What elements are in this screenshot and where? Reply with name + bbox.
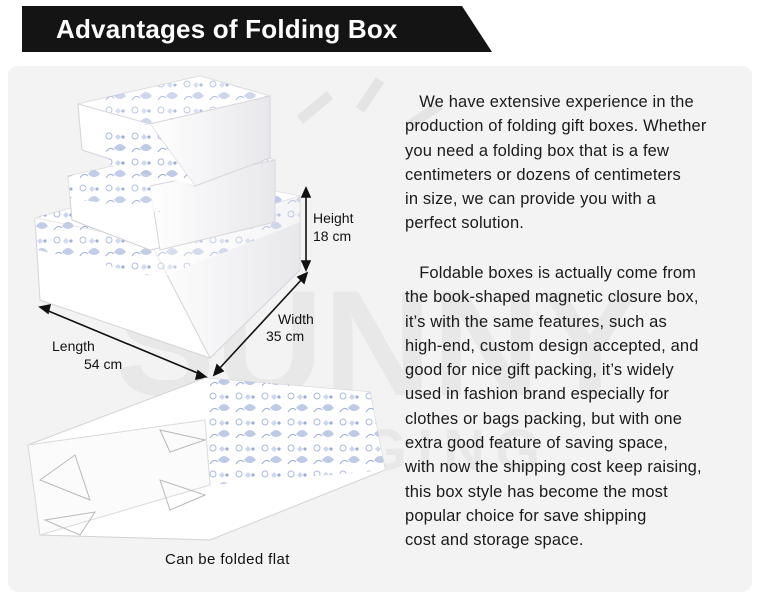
detail-line: Foldable boxes is actually come from — [405, 264, 697, 282]
intro-line: perfect solution. — [405, 214, 525, 233]
detail-line: popular choice for save shipping — [405, 506, 647, 525]
intro-line: you need a folding box that is a few — [405, 141, 670, 160]
detail-line: it’s with the same features, such as — [405, 312, 667, 331]
length-value: 54 cm — [84, 356, 123, 372]
detail-line: clothes or bags packing, but with one — [405, 409, 683, 428]
detail-line: good for nice gift packing, it’s widely — [405, 361, 674, 380]
intro-line: production of folding gift boxes. Whethe… — [405, 117, 707, 136]
intro-line: centimeters or dozens of centimeters — [405, 165, 681, 184]
width-label: Width — [278, 311, 314, 327]
dimension-arrows — [38, 186, 312, 381]
header-banner — [22, 6, 492, 52]
intro-paragraph: We have extensive experience in the prod… — [405, 90, 755, 236]
small-box — [77, 75, 271, 187]
detail-line: extra good feature of saving space, — [405, 434, 668, 453]
length-label: Length — [52, 338, 95, 354]
detail-paragraph: Foldable boxes is actually come from the… — [405, 261, 755, 553]
detail-line: used in fashion brand especially for — [405, 385, 670, 404]
detail-line: cost and storage space. — [405, 531, 584, 550]
intro-line: in size, we can provide you with a — [405, 190, 656, 209]
width-value: 35 cm — [266, 328, 305, 344]
flat-folded-box — [27, 377, 386, 541]
detail-line: high-end, custom design accepted, and — [405, 336, 699, 355]
page-title: Advantages of Folding Box — [56, 14, 398, 44]
fold-flat-caption: Can be folded flat — [165, 551, 290, 568]
height-label: Height — [313, 210, 354, 226]
detail-line: the book-shaped magnetic closure box, — [405, 288, 699, 307]
detail-line: with now the shipping cost keep raising, — [405, 458, 702, 477]
height-value: 18 cm — [313, 228, 352, 244]
intro-line: We have extensive experience in the — [405, 93, 694, 111]
detail-line: this box style has become the most — [405, 482, 668, 501]
